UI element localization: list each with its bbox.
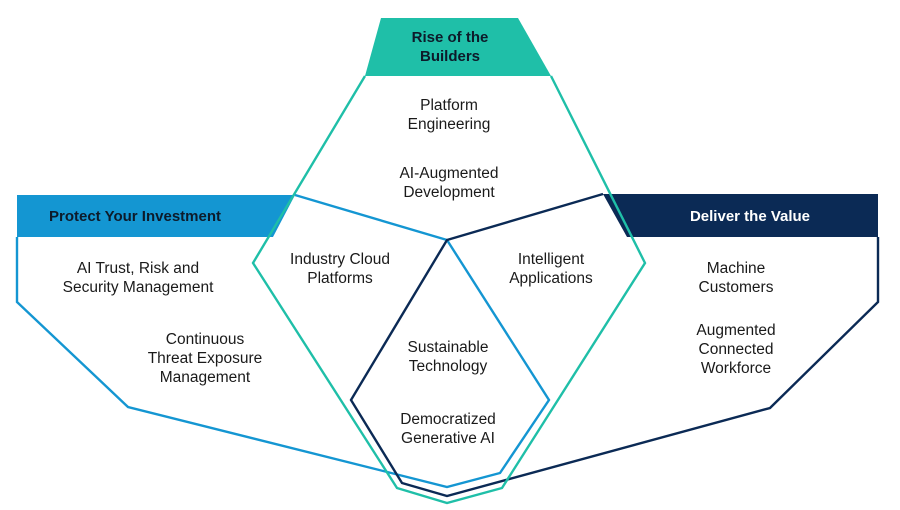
item-machine-customers: Machine Customers (698, 260, 774, 296)
item-ai-trust-risk-security: AI Trust, Risk and Security Management (62, 260, 214, 296)
builders-outline (251, 75, 647, 505)
builders-title: Rise of the Builders (411, 29, 489, 65)
deliver-outline (349, 192, 880, 498)
item-sustainable-technology: Sustainable Technology (407, 339, 489, 375)
protect-outline (15, 193, 551, 489)
protect-header-fill (17, 195, 295, 237)
builders-header-fill (365, 18, 551, 76)
item-augmented-connected-workforce: Augmented Connected Workforce (696, 322, 776, 377)
item-ai-augmented-development: AI-Augmented Development (399, 165, 499, 201)
deliver-title: Deliver the Value (689, 208, 811, 225)
item-intelligent-applications: Intelligent Applications (509, 251, 593, 287)
item-democratized-generative-ai: Democratized Generative AI (400, 411, 496, 447)
item-industry-cloud-platforms: Industry Cloud Platforms (290, 251, 390, 287)
deliver-header-fill (603, 194, 878, 237)
item-continuous-threat-exposure: Continuous Threat Exposure Management (147, 331, 263, 386)
item-platform-engineering: Platform Engineering (407, 97, 491, 133)
protect-title: Protect Your Investment (49, 208, 221, 225)
